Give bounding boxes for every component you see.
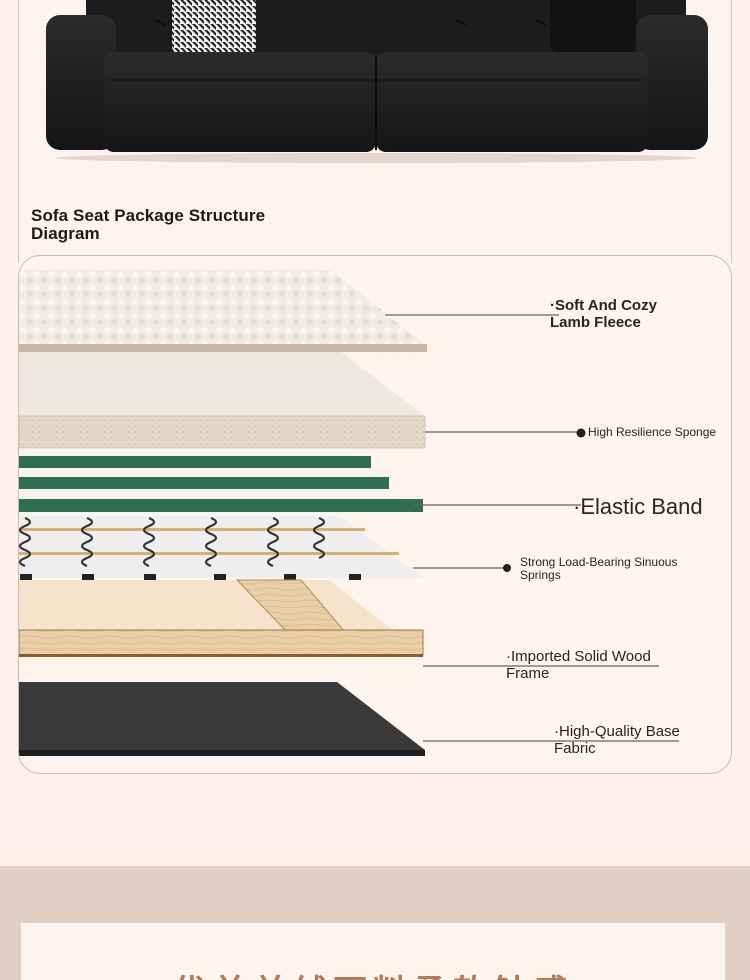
label-frame: ·Imported Solid Wood Frame bbox=[506, 648, 651, 682]
sofa-illustration bbox=[46, 0, 708, 163]
sofa-image bbox=[36, 0, 716, 165]
structure-diagram: ·Soft And Cozy Lamb Fleece High Resilien… bbox=[18, 255, 732, 774]
label-base: ·High-Quality Base Fabric bbox=[554, 723, 680, 757]
fleece-layer bbox=[19, 270, 427, 346]
sponge-layer bbox=[19, 352, 425, 416]
next-section-card: 优羔羊绒面料柔软触感 bbox=[21, 923, 725, 980]
next-section-heading: 优羔羊绒面料柔软触感 bbox=[21, 965, 725, 980]
label-fleece: ·Soft And Cozy Lamb Fleece bbox=[550, 297, 657, 331]
base-fabric-layer bbox=[19, 682, 425, 750]
diagram-title: Sofa Seat Package Structure Diagram bbox=[31, 206, 266, 243]
label-sponge: High Resilience Sponge bbox=[588, 425, 717, 439]
label-springs: Strong Load-Bearing Sinuous Springs bbox=[520, 555, 678, 582]
springs-layer bbox=[19, 516, 423, 578]
layers-illustration bbox=[19, 270, 679, 756]
label-elastic: ·Elastic Band bbox=[573, 494, 703, 519]
